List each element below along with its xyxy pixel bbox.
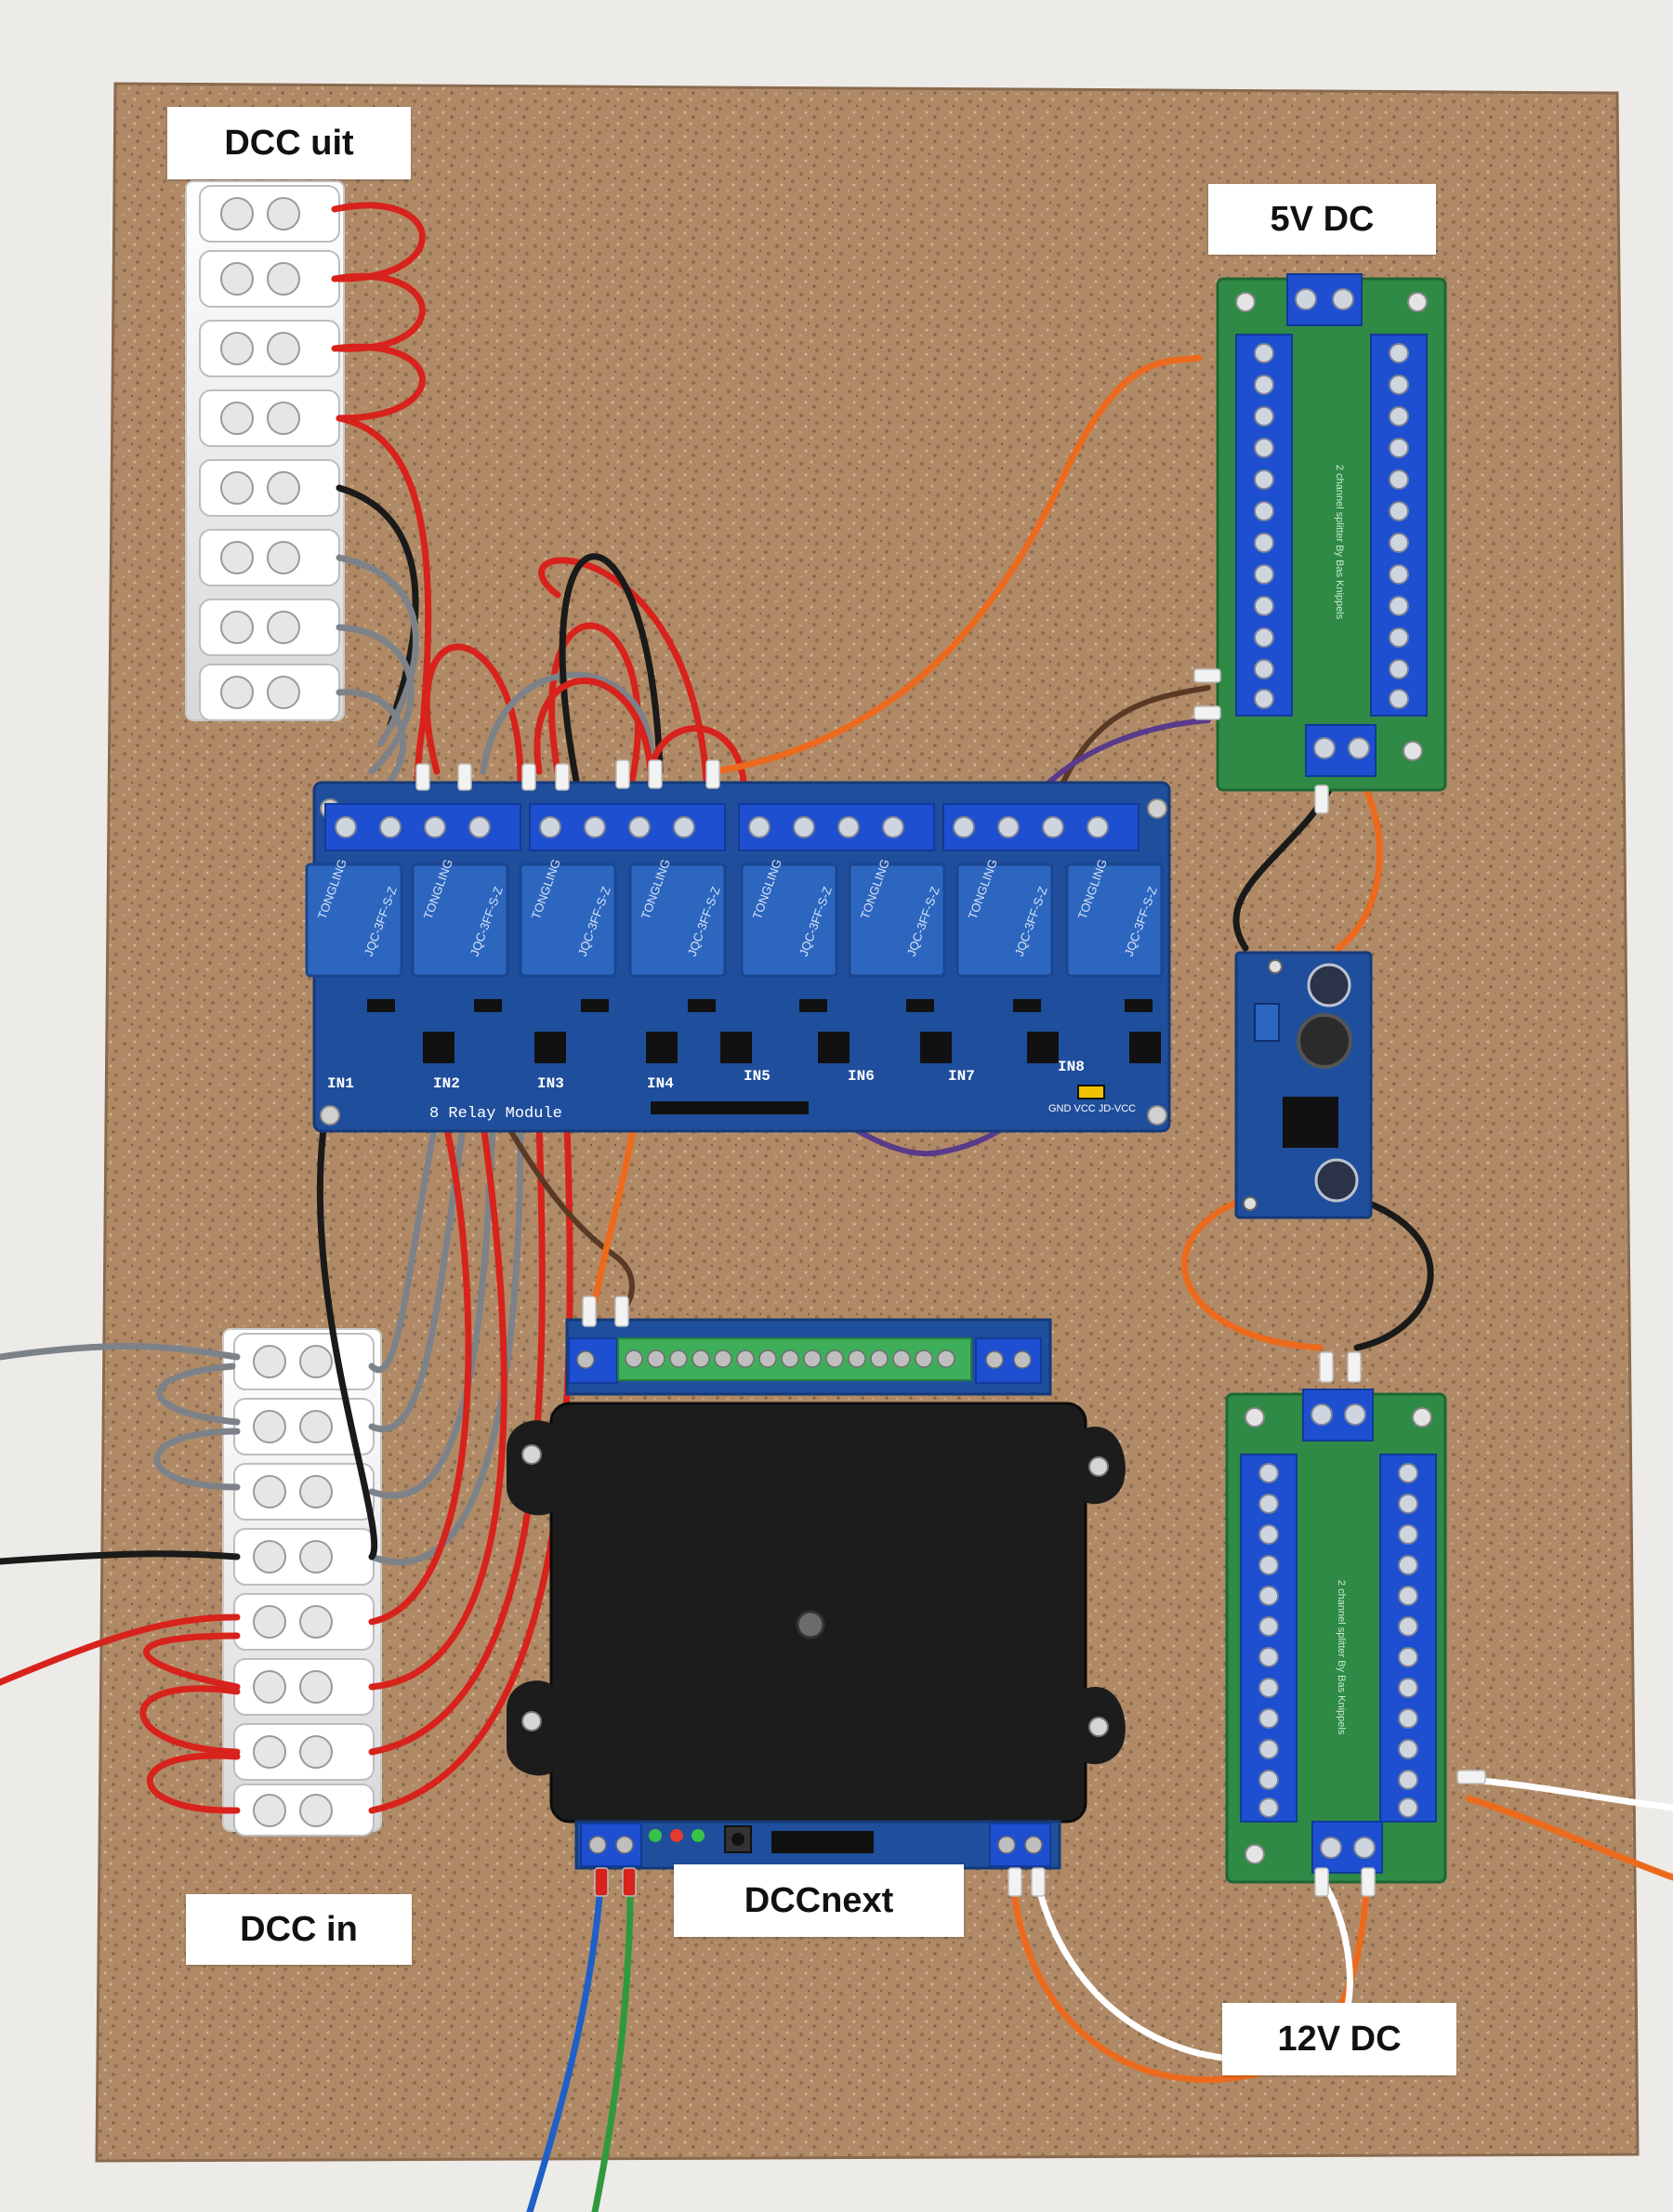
screw-icon (1088, 1456, 1109, 1477)
terminal-strip-dcc-uit (185, 180, 345, 721)
screw-icon (521, 1444, 542, 1465)
splitter-board-5v: 2 channel splitter By Bas Knippels (1216, 273, 1447, 792)
capacitor-icon (1307, 963, 1351, 1007)
relay-module-title: 8 Relay Module (429, 1105, 562, 1123)
led-icon (670, 1829, 683, 1842)
screw-icon (1235, 292, 1256, 312)
splitter-board-12v: 2 channel splitter By Bas Knippels (1225, 1389, 1447, 1884)
led-icon (692, 1829, 705, 1842)
led-icon (649, 1829, 662, 1842)
dccnext-controller (507, 1318, 1126, 1870)
input-label-in3: IN3 (537, 1075, 564, 1092)
jumper (1077, 1085, 1105, 1099)
screw-icon (1245, 1407, 1265, 1428)
relay-icon (411, 862, 509, 978)
label-dccnext: DCCnext (674, 1864, 964, 1937)
screw-icon (796, 1610, 825, 1639)
screw-icon (1147, 1105, 1167, 1126)
relay-icon (1065, 862, 1164, 978)
input-label-in5: IN5 (744, 1068, 771, 1085)
label-dcc-in: DCC in (186, 1894, 412, 1965)
capacitor-icon (1314, 1158, 1359, 1203)
wire-ferrules (415, 668, 1486, 1897)
screw-icon (1403, 741, 1423, 761)
terminal-strip-dcc-in (222, 1328, 382, 1837)
input-label-in8: IN8 (1058, 1059, 1085, 1075)
label-dcc-uit: DCC uit (167, 107, 411, 179)
buck-converter (1234, 951, 1373, 1219)
dccnext-enclosure (549, 1402, 1087, 1824)
label-12v-dc: 12V DC (1222, 2003, 1456, 2075)
input-label-in7: IN7 (948, 1068, 975, 1085)
pin-header (771, 1831, 874, 1853)
relay-icon (955, 862, 1054, 978)
screw-icon (320, 1105, 340, 1126)
pin-header (651, 1101, 809, 1114)
input-label-in4: IN4 (647, 1075, 674, 1092)
relay-module: TONGLING JQC-3FF-S-Z TONGLING JQC-3FF-S-… (305, 781, 1171, 1133)
input-label-in2: IN2 (433, 1075, 460, 1092)
screw-icon (1245, 1844, 1265, 1864)
screw-icon (1147, 798, 1167, 819)
relay-icon (305, 862, 403, 978)
relay-icon (848, 862, 946, 978)
relay-icon (519, 862, 617, 978)
screw-icon (1412, 1407, 1432, 1428)
inductor-icon (1297, 1013, 1352, 1069)
screw-icon (1088, 1717, 1109, 1737)
input-label-in6: IN6 (848, 1068, 875, 1085)
relay-icon (740, 862, 838, 978)
screw-icon (1407, 292, 1428, 312)
relay-icon (628, 862, 727, 978)
screw-icon (521, 1711, 542, 1731)
splitter-12v-credit: 2 channel splitter By Bas Knippels (1336, 1580, 1347, 1735)
splitter-5v-credit: 2 channel splitter By Bas Knippels (1334, 465, 1345, 620)
wires (0, 202, 1673, 2212)
power-pin-labels: GND VCC JD-VCC (1048, 1103, 1136, 1114)
label-5v-dc: 5V DC (1208, 184, 1436, 255)
input-label-in1: IN1 (327, 1075, 354, 1092)
